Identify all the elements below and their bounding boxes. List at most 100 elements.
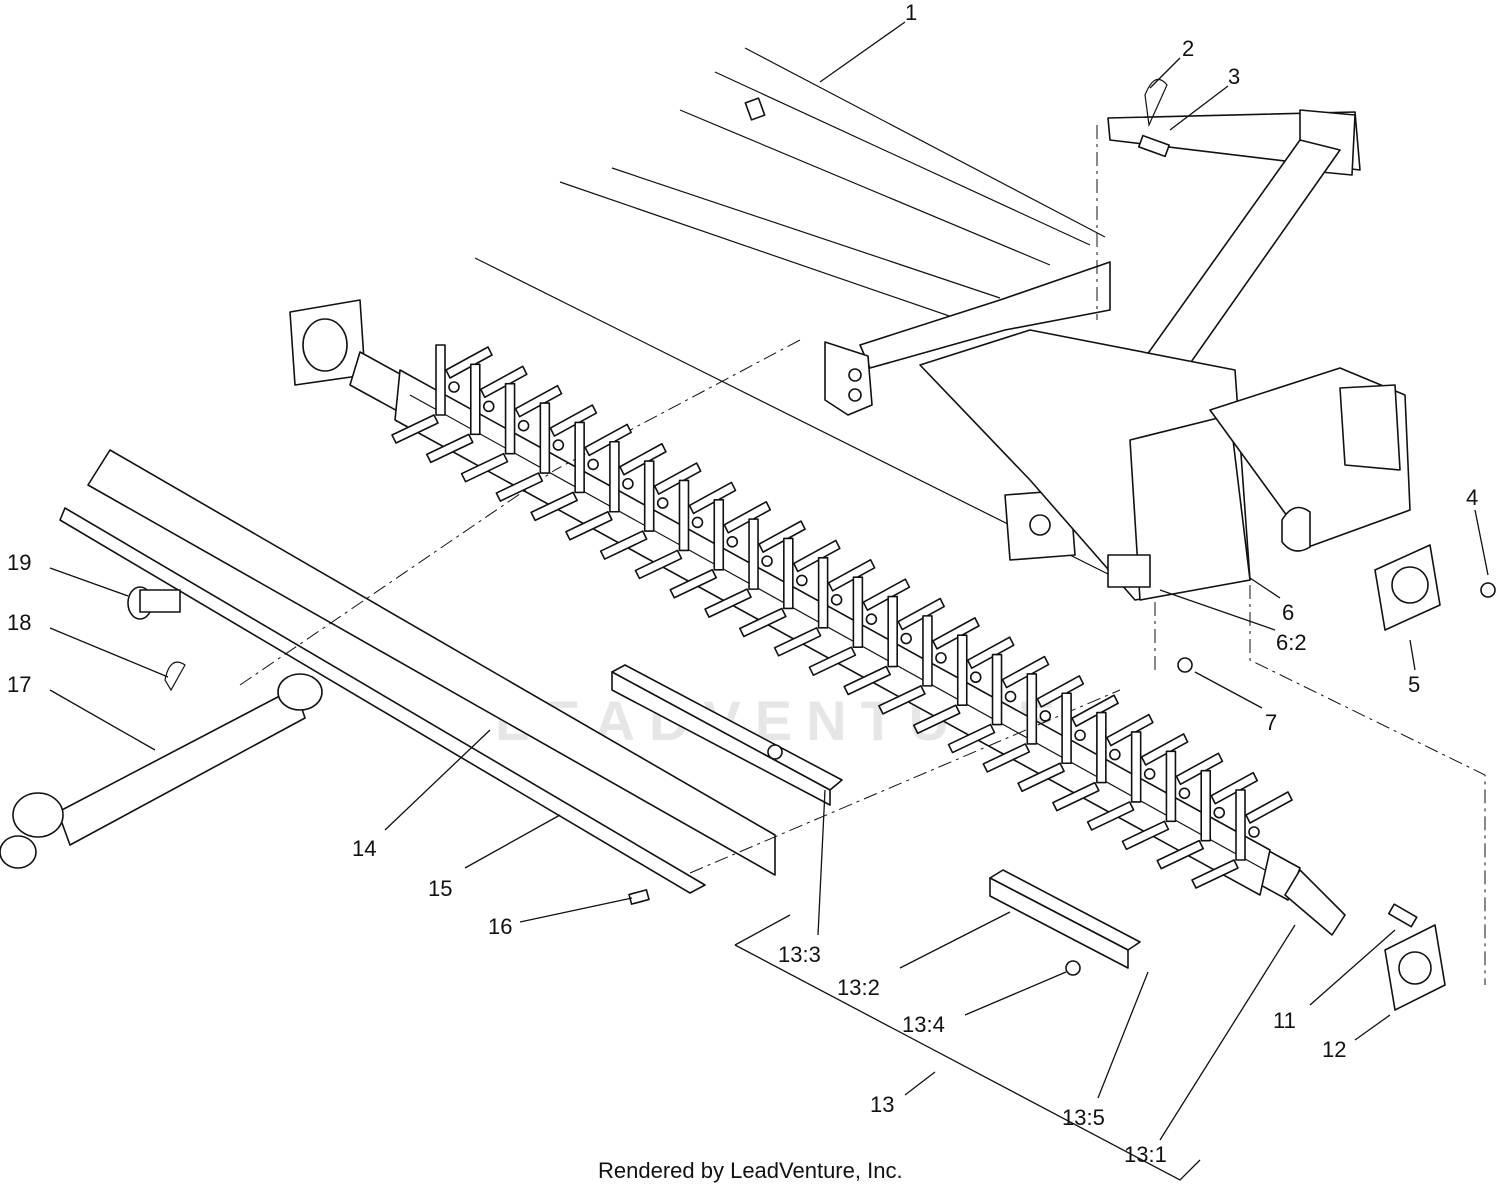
tine-side-upper [584,423,632,457]
tine-side-upper [827,559,876,592]
tine-nut [900,632,912,645]
tine-nut [1143,768,1156,780]
part-6-housing-tube [919,109,1411,601]
tine-nut [482,400,495,413]
tine-vertical [1235,789,1246,861]
leader-lines [49,21,1489,1141]
callout-18: 18 [7,610,31,635]
tine-side-lower [1052,781,1100,812]
part-13-2-bracket [989,869,1141,969]
tine-nut [1004,690,1017,703]
part-1-deck-frame [474,47,1131,586]
tine-vertical [748,518,759,590]
part-13-4-nut [767,744,1081,976]
tine-side-upper [1210,771,1259,805]
callout-16: 16 [488,914,512,939]
tine-vertical [1096,711,1107,784]
part-11-bolt [1387,903,1418,928]
callout-6: 6 [1282,600,1294,625]
callout-13-4: 13:4 [902,1012,945,1037]
tine-vertical [574,421,585,494]
tine-side-upper [1140,733,1189,766]
tine-side-lower [391,414,439,444]
callout-12: 12 [1322,1037,1346,1062]
bracket-13-bottom [734,944,1201,1181]
tine-vertical [435,344,446,416]
tine-side-lower [1121,820,1170,851]
tine-side-lower [808,646,857,676]
tine-side-upper [549,404,598,437]
tine-vertical [887,595,898,668]
callout-11: 11 [1273,1008,1296,1033]
tine-vertical [783,537,794,610]
tine-vertical [1130,731,1142,803]
tine-nut [1178,787,1191,800]
tine-side-lower [704,588,752,618]
tine-side-lower [1156,839,1205,870]
tine-nut [552,439,565,451]
tine-side-upper [619,442,667,476]
tine-vertical [469,363,481,436]
callout-13-1: 13:1 [1124,1142,1167,1167]
tine-side-upper [897,597,945,631]
part-3-clevis-pin [1137,134,1171,158]
tine-vertical [1061,692,1072,765]
callout-6-2: 6:2 [1276,630,1307,655]
tine-vertical [1026,673,1038,745]
part-13-3-bracket [611,664,843,806]
bracket-13-left [734,914,791,946]
tine-side-lower [495,472,544,502]
callout-13-5: 13:5 [1062,1105,1105,1130]
tine-side-lower [878,685,926,715]
tine-nut [691,516,704,529]
tine-vertical [643,460,655,532]
tine-side-lower [634,549,683,580]
tine-side-lower [460,452,509,483]
tine-side-lower [530,491,578,522]
tine-side-lower [982,743,1031,773]
tine-side-lower [599,530,648,560]
tine-nut [761,555,773,567]
tine-nut [448,381,460,393]
tine-nut [935,652,947,664]
tine-vertical [1165,750,1177,823]
tine-side-upper [479,365,528,399]
callout-13-2: 13:2 [837,975,880,1000]
tine-vertical [922,615,933,687]
callout-17: 17 [7,672,31,697]
tine-side-upper [514,384,563,418]
tine-side-lower [912,704,961,735]
tine-side-lower [1191,859,1239,889]
tine-side-upper [966,636,1015,670]
tine-vertical [817,557,829,629]
tine-side-upper [793,539,841,573]
callout-labels: 1 2 3 4 5 6 6:2 7 11 12 13 13:1 13:2 13:… [7,0,1478,1167]
tine-side-upper [1175,752,1224,786]
tine-side-upper [932,617,980,650]
callout-13: 13 [870,1092,894,1117]
tine-nut [1109,748,1121,761]
callout-13-3: 13:3 [778,942,821,967]
part-7-nut [1177,657,1193,673]
tine-nut [726,535,739,548]
tine-nut [969,671,982,684]
tine-side-upper [862,578,911,611]
tine-vertical [991,653,1003,726]
tine-nut [1248,826,1260,838]
callout-7: 7 [1265,710,1277,735]
tine-side-lower [739,607,787,638]
part-18-hairpin-clip [164,661,186,692]
tine-side-lower [1017,762,1065,793]
tine-side-lower [565,510,613,541]
part-15-scraper-plate [59,507,706,894]
tine-side-upper [1106,713,1154,747]
tine-vertical [852,576,864,648]
callout-15: 15 [428,876,452,901]
alignment-lines [239,125,1486,985]
callout-1: 1 [905,0,917,25]
callout-3: 3 [1228,64,1240,89]
tine-side-lower [425,433,474,464]
tine-side-lower [773,627,822,657]
